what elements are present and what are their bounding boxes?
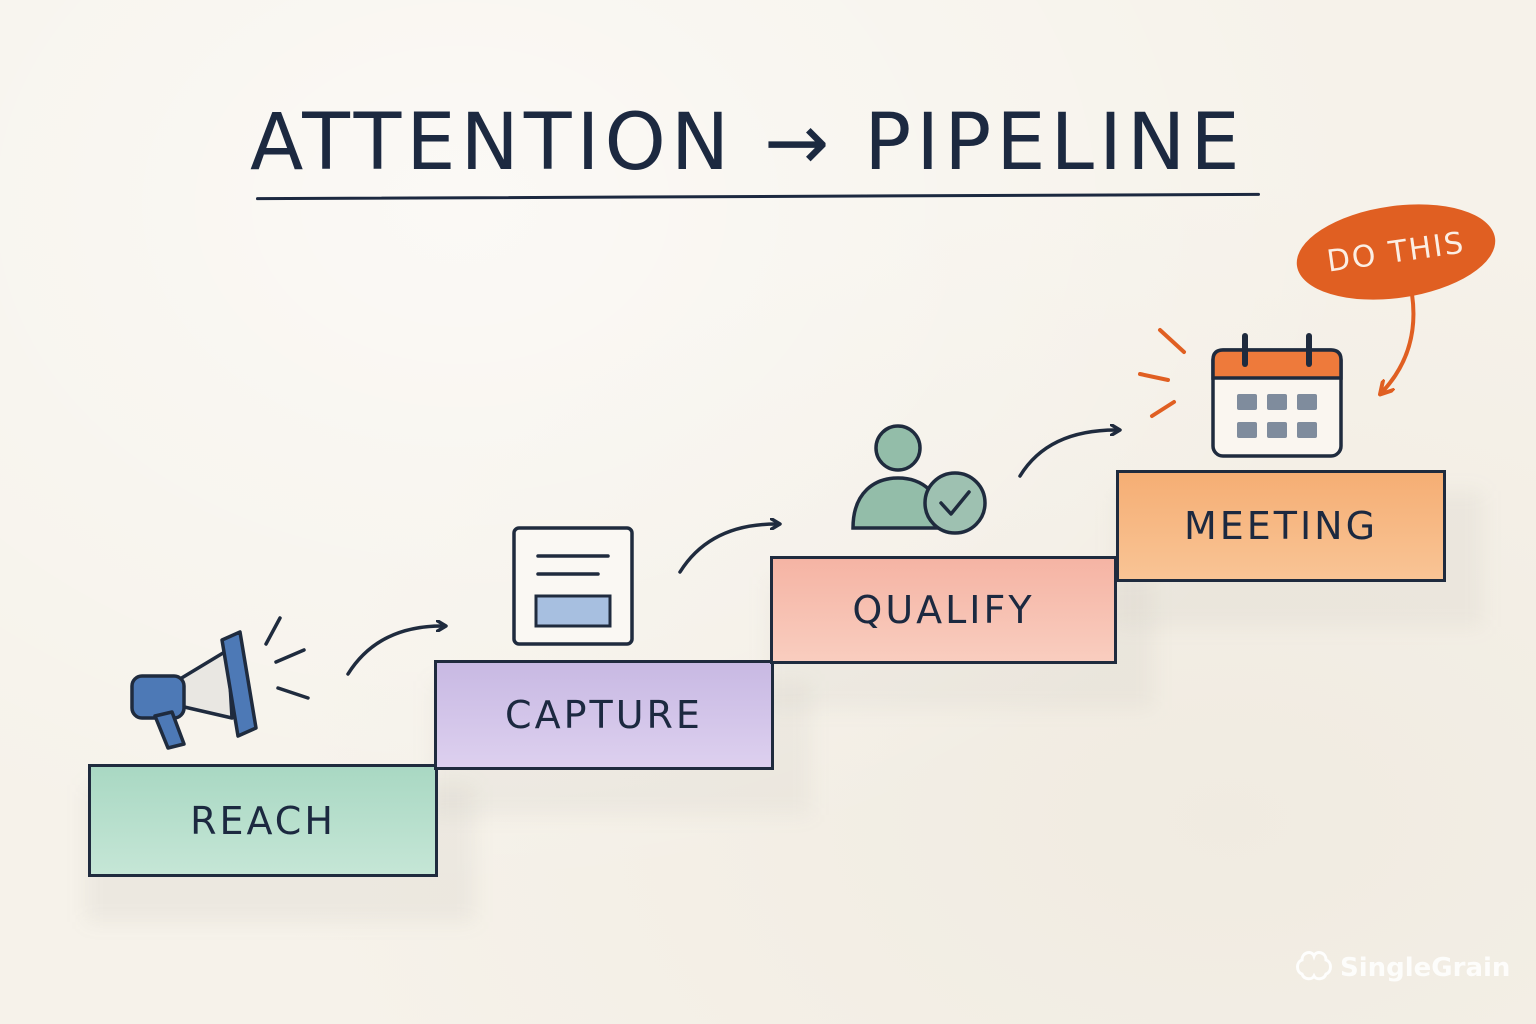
- step-meeting: MEETING: [1116, 470, 1446, 582]
- callout-arrow: [1384, 292, 1416, 390]
- user-check-icon: [851, 424, 987, 535]
- step-qualify: QUALIFY: [770, 556, 1117, 664]
- arrow-capture-to-qualify: [678, 524, 776, 574]
- arrow-reach-to-capture: [346, 626, 442, 676]
- megaphone-icon: [130, 616, 310, 750]
- form-icon: [512, 526, 634, 646]
- step-reach: REACH: [88, 764, 438, 877]
- calendar-spark-lines: [1138, 328, 1186, 418]
- watermark: SingleGrain: [1294, 948, 1510, 988]
- calendar-icon: [1211, 333, 1343, 458]
- step-capture: CAPTURE: [434, 660, 774, 770]
- arrow-qualify-to-meeting: [1018, 430, 1116, 478]
- brain-icon: [1294, 948, 1334, 989]
- diagram-title: ATTENTION → PIPELINE: [250, 98, 1245, 188]
- watermark-label: SingleGrain: [1340, 953, 1511, 983]
